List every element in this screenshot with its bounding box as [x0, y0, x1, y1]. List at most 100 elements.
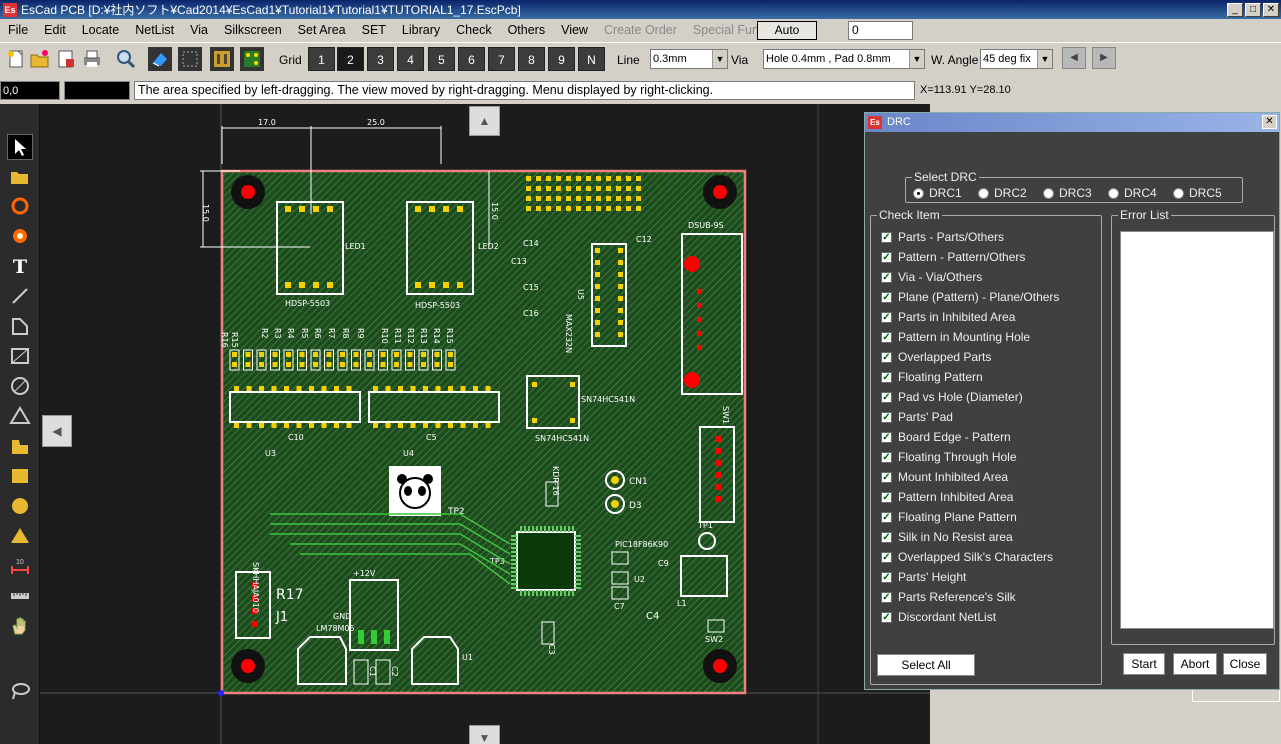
select-all-button[interactable]: Select All [877, 654, 975, 676]
check-item[interactable]: ✓Parts' Height [881, 570, 966, 584]
dimension-tool-icon[interactable]: 10 [7, 554, 33, 580]
check-item[interactable]: ✓Pad vs Hole (Diameter) [881, 390, 1023, 404]
maximize-button[interactable]: □ [1245, 2, 1261, 17]
checkbox-icon: ✓ [881, 251, 892, 263]
grid-button[interactable]: N [578, 47, 605, 71]
value-field[interactable] [64, 81, 130, 100]
menu-item[interactable]: File [8, 23, 29, 37]
drc-radio[interactable]: DRC3 [1043, 186, 1092, 200]
check-item[interactable]: ✓Via - Via/Others [881, 270, 982, 284]
grid-button[interactable]: 6 [458, 47, 485, 71]
menu-item[interactable]: Create Order [603, 23, 677, 37]
check-item[interactable]: ✓Discordant NetList [881, 610, 996, 624]
check-item[interactable]: ✓Mount Inhibited Area [881, 470, 1008, 484]
print-icon[interactable] [80, 47, 104, 71]
error-list[interactable] [1120, 231, 1274, 629]
menu-item[interactable]: Set Area [297, 23, 346, 37]
open-file-icon[interactable] [28, 47, 52, 71]
open-folder-tool-icon[interactable] [7, 164, 33, 190]
check-item[interactable]: ✓Floating Plane Pattern [881, 510, 1017, 524]
fill-polygon-tool-icon[interactable] [7, 434, 33, 460]
menu-item[interactable]: Library [401, 23, 441, 37]
menu-item[interactable]: SET [361, 23, 386, 37]
grid-button[interactable]: 1 [308, 47, 335, 71]
fill-rect-tool-icon[interactable] [7, 464, 33, 490]
ruler-tool-icon[interactable] [7, 584, 33, 610]
menu-item[interactable]: Silkscreen [223, 23, 282, 37]
check-item[interactable]: ✓Parts' Pad [881, 410, 953, 424]
line-width-select[interactable]: 0.3mm▼ [650, 49, 728, 69]
grid-button[interactable]: 2 [337, 47, 364, 71]
check-item[interactable]: ✓Parts Reference's Silk [881, 590, 1016, 604]
menu-item[interactable]: NetList [135, 23, 175, 37]
via-size-select[interactable]: Hole 0.4mm , Pad 0.8mm▼ [763, 49, 925, 69]
zoom-icon[interactable] [114, 47, 138, 71]
polyline-tool-icon[interactable] [7, 314, 33, 340]
menu-item[interactable]: Others [507, 23, 546, 37]
select-area-icon[interactable] [178, 47, 202, 71]
save-file-icon[interactable] [54, 47, 78, 71]
grid-button[interactable]: 8 [518, 47, 545, 71]
check-item[interactable]: ✓Pattern in Mounting Hole [881, 330, 1030, 344]
line-tool-icon[interactable] [7, 284, 33, 310]
check-item[interactable]: ✓Silk in No Resist area [881, 530, 1013, 544]
footprint-icon[interactable] [210, 47, 234, 71]
grid-button[interactable]: 9 [548, 47, 575, 71]
menu-item[interactable]: View [561, 23, 588, 37]
drc-radio[interactable]: DRC2 [978, 186, 1027, 200]
scroll-left-icon[interactable]: ◀ [42, 415, 72, 447]
check-item[interactable]: ✓Plane (Pattern) - Plane/Others [881, 290, 1059, 304]
check-item[interactable]: ✓Board Edge - Pattern [881, 430, 1011, 444]
check-item[interactable]: ✓Parts - Parts/Others [881, 230, 1004, 244]
arc-tool-icon[interactable] [7, 374, 33, 400]
menu-item[interactable]: Edit [44, 23, 66, 37]
wiring-angle-select[interactable]: 45 deg fix▼ [980, 49, 1053, 69]
grid-button[interactable]: 3 [367, 47, 394, 71]
grid-button[interactable]: 4 [397, 47, 424, 71]
drc-radio[interactable]: DRC5 [1173, 186, 1222, 200]
grid-button[interactable]: 7 [488, 47, 515, 71]
fill-circle-tool-icon[interactable] [7, 494, 33, 520]
triangle-tool-icon[interactable] [7, 404, 33, 430]
board-outline [220, 169, 747, 695]
eraser-icon[interactable] [148, 47, 172, 71]
board-icon[interactable] [240, 47, 264, 71]
pointer-tool-icon[interactable] [7, 134, 33, 160]
menu-item[interactable]: Locate [81, 23, 120, 37]
check-item[interactable]: ✓Overlapped Parts [881, 350, 991, 364]
next-arrow-icon[interactable]: ▶ [1092, 47, 1116, 69]
auto-value-field[interactable]: 0 [848, 21, 913, 40]
check-item[interactable]: ✓Floating Through Hole [881, 450, 1017, 464]
rectangle-tool-icon[interactable] [7, 344, 33, 370]
hand-pan-icon[interactable] [7, 614, 33, 640]
check-item[interactable]: ✓Parts in Inhibited Area [881, 310, 1015, 324]
minimize-button[interactable]: _ [1227, 2, 1243, 17]
check-item[interactable]: ✓Pattern - Pattern/Others [881, 250, 1025, 264]
pcb-label: R12 [406, 328, 415, 344]
start-button[interactable]: Start [1123, 653, 1165, 675]
circle-tool-icon[interactable] [7, 194, 33, 220]
prev-arrow-icon[interactable]: ◀ [1062, 47, 1086, 69]
auto-button[interactable]: Auto [757, 21, 817, 40]
new-file-icon[interactable] [4, 47, 28, 71]
abort-button[interactable]: Abort [1173, 653, 1217, 675]
drc-radio[interactable]: DRC4 [1108, 186, 1157, 200]
scroll-down-icon[interactable]: ▼ [469, 725, 500, 744]
fill-triangle-tool-icon[interactable] [7, 524, 33, 550]
menu-item[interactable]: Check [456, 23, 492, 37]
drc-close-icon[interactable]: ✕ [1262, 115, 1277, 129]
close-button[interactable]: Close [1223, 653, 1267, 675]
check-item[interactable]: ✓Floating Pattern [881, 370, 983, 384]
drc-radio[interactable]: DRC1 [913, 186, 962, 200]
check-item[interactable]: ✓Pattern Inhibited Area [881, 490, 1013, 504]
check-item[interactable]: ✓Overlapped Silk's Characters [881, 550, 1053, 564]
menu-item[interactable]: Via [190, 23, 208, 37]
lasso-tool-icon[interactable] [7, 679, 33, 705]
text-tool-icon[interactable]: T [12, 256, 28, 278]
pad-tool-icon[interactable] [7, 224, 33, 250]
close-window-button[interactable]: ✕ [1263, 2, 1279, 17]
grid-button[interactable]: 5 [428, 47, 455, 71]
coordinate-field[interactable]: 0,0 [0, 81, 60, 100]
scroll-up-icon[interactable]: ▲ [469, 106, 500, 136]
